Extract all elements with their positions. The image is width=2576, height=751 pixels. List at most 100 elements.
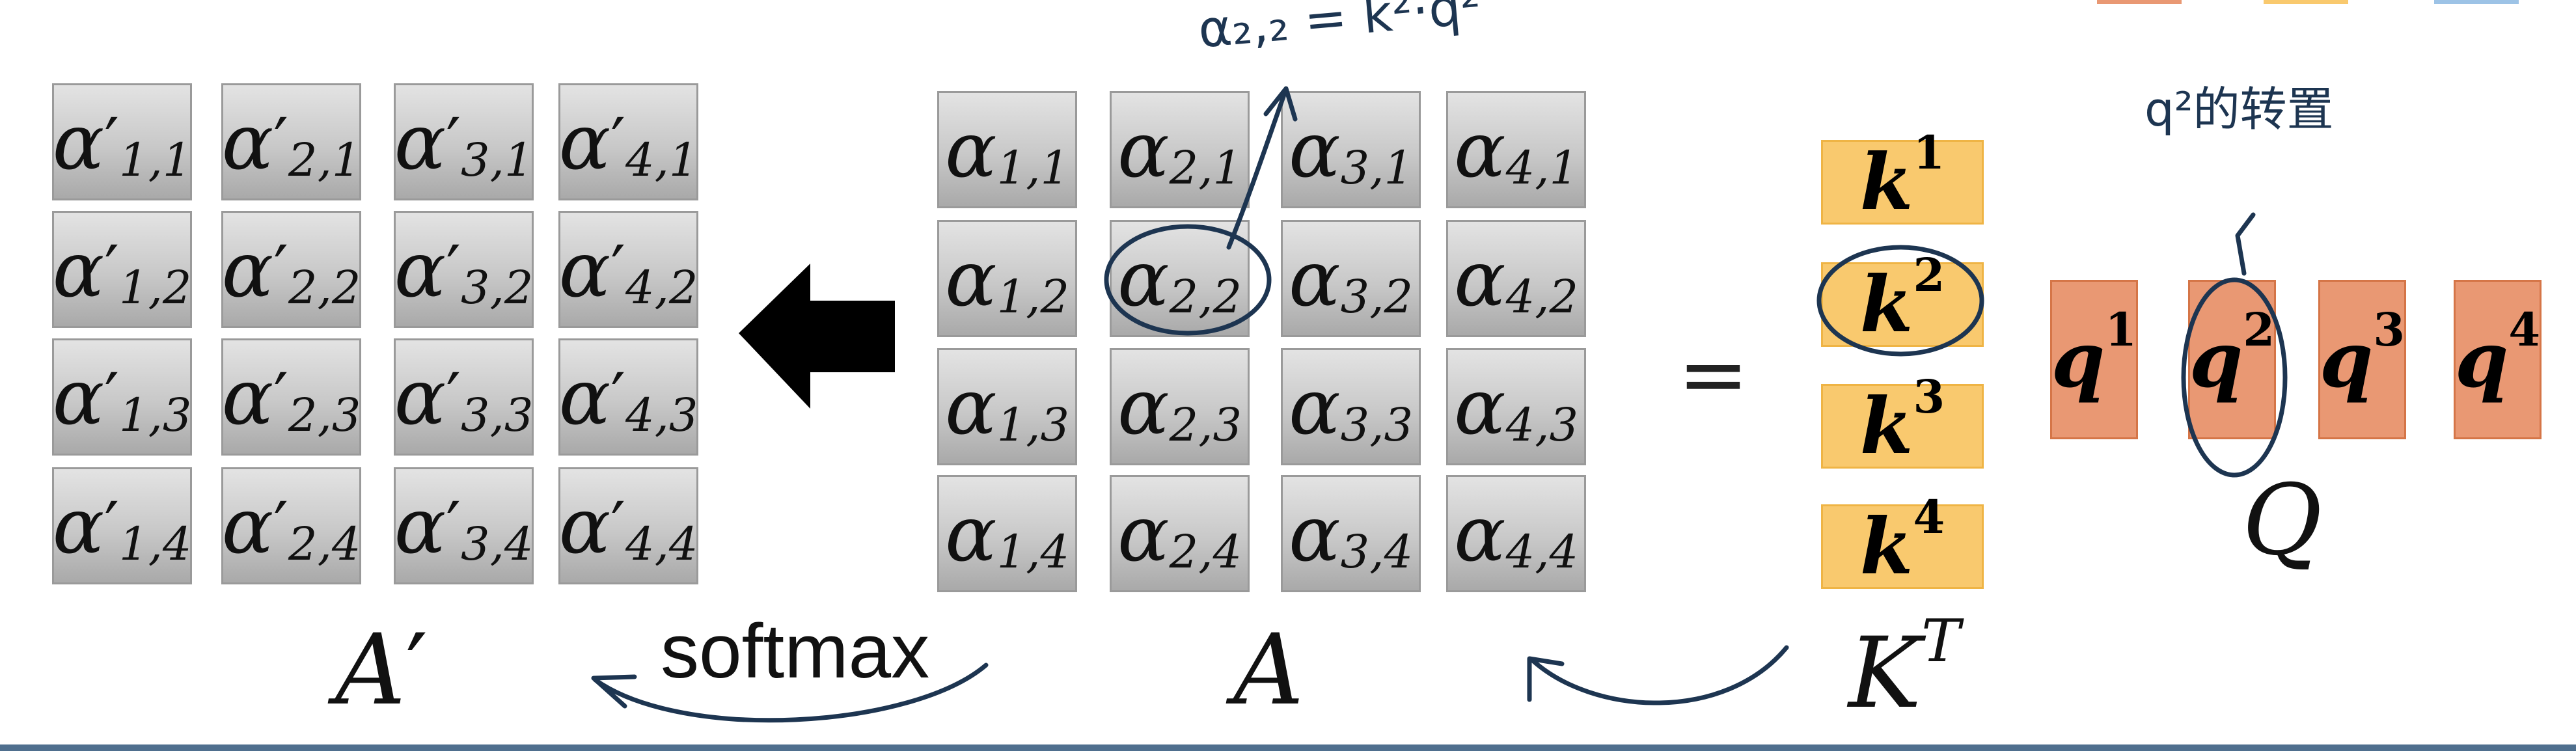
block-arrow-left xyxy=(739,264,895,409)
tick-mark-q2 xyxy=(2235,212,2256,276)
a-prime-symbol: α xyxy=(394,225,446,314)
a-prime-subscript: 4,1 xyxy=(625,133,698,187)
key-vector-index: 3 xyxy=(1913,369,1945,424)
softmax-curve-arrow xyxy=(593,662,989,723)
a-symbol: α xyxy=(1117,105,1170,195)
a-prime-cell: α′1,1 xyxy=(52,83,192,200)
query-vector-index: 4 xyxy=(2508,303,2541,357)
a-prime-symbol: α xyxy=(394,97,446,187)
key-vector-symbol: k xyxy=(1859,137,1913,227)
a-prime-subscript: 2,3 xyxy=(288,389,361,442)
a-prime-cell: α′2,3 xyxy=(221,338,361,456)
a-prime-prime: ′ xyxy=(273,359,289,435)
top-swatch-orange xyxy=(2097,0,2182,4)
a-prime-symbol: α xyxy=(558,225,611,314)
a-prime-prime: ′ xyxy=(104,103,120,180)
a-prime-prime: ′ xyxy=(610,103,626,180)
a-prime-symbol: α xyxy=(558,352,611,442)
arrow-to-formula xyxy=(1226,89,1288,250)
a-prime-cell: α′2,2 xyxy=(221,211,361,328)
circle-q2 xyxy=(2181,277,2288,478)
a-subscript: 4,4 xyxy=(1505,525,1578,579)
a-prime-symbol: α xyxy=(394,481,446,571)
a-prime-prime: ′ xyxy=(446,487,461,564)
a-prime-prime: ′ xyxy=(610,359,626,435)
query-vector-symbol: q xyxy=(2319,314,2374,405)
a-prime-subscript: 1,1 xyxy=(119,133,192,187)
a-subscript: 1,3 xyxy=(996,398,1069,452)
a-symbol: α xyxy=(1117,489,1170,579)
a-prime-subscript: 2,4 xyxy=(288,517,361,571)
a-symbol: α xyxy=(1288,105,1341,195)
a-subscript: 2,4 xyxy=(1169,525,1242,579)
a-prime-prime: ′ xyxy=(446,359,461,435)
a-prime-symbol: α xyxy=(221,225,274,314)
a-prime-subscript: 4,2 xyxy=(625,261,698,314)
a-symbol: α xyxy=(1117,362,1170,452)
a-prime-symbol: α xyxy=(558,97,611,187)
a-prime-subscript: 4,4 xyxy=(625,517,698,571)
query-matrix-label: Q xyxy=(2242,464,2322,577)
a-subscript: 4,1 xyxy=(1505,141,1578,195)
a-prime-symbol: α xyxy=(558,481,611,571)
circle-alpha-2-2 xyxy=(1104,224,1272,336)
a-prime-symbol: α xyxy=(221,481,274,571)
a-symbol: α xyxy=(1117,234,1170,323)
a-prime-cell: α′3,4 xyxy=(394,467,534,584)
query-vector-index: 1 xyxy=(2105,303,2137,357)
top-swatch-yellow xyxy=(2264,0,2348,4)
a-symbol: α xyxy=(944,105,997,195)
a-prime-subscript: 3,2 xyxy=(461,261,534,314)
a-prime-cell: α′3,3 xyxy=(394,338,534,456)
query-vector-index: 3 xyxy=(2373,303,2405,357)
a-prime-cell: α′3,2 xyxy=(394,211,534,328)
a-symbol: α xyxy=(1453,362,1506,452)
a-subscript: 4,2 xyxy=(1505,270,1578,323)
a-prime-subscript: 3,4 xyxy=(461,517,534,571)
matrix-a-label: A xyxy=(1233,614,1304,727)
a-subscript: 1,4 xyxy=(996,525,1069,579)
a-subscript: 3,2 xyxy=(1340,270,1413,323)
query-vector-symbol: q xyxy=(2189,314,2243,405)
a-prime-prime: ′ xyxy=(446,103,461,180)
a-prime-symbol: α xyxy=(394,352,446,442)
a-subscript: 1,1 xyxy=(996,141,1069,195)
a-symbol: α xyxy=(944,362,997,452)
a-symbol: α xyxy=(1453,489,1506,579)
query-vector-symbol: q xyxy=(2454,314,2509,405)
equals-sign: = xyxy=(1678,325,1749,424)
key-vector-symbol: k xyxy=(1859,259,1913,349)
a-prime-prime: ′ xyxy=(104,359,120,435)
a-prime-cell: α′2,4 xyxy=(221,467,361,584)
a-prime-prime: ′ xyxy=(273,103,289,180)
a-prime-subscript: 2,1 xyxy=(288,133,361,187)
query-vector-symbol: q xyxy=(2051,314,2105,405)
a-prime-cell: α′4,3 xyxy=(558,338,698,456)
a-symbol: α xyxy=(944,234,997,323)
arrow-head-formula xyxy=(1263,86,1298,122)
a-prime-cell: α′4,2 xyxy=(558,211,698,328)
a-prime-symbol: α xyxy=(52,481,105,571)
a-prime-prime: ′ xyxy=(610,231,626,308)
a-subscript: 2,3 xyxy=(1169,398,1242,452)
a-subscript: 3,1 xyxy=(1340,141,1413,195)
a-prime-symbol: α xyxy=(52,225,105,314)
a-subscript: 3,3 xyxy=(1340,398,1413,452)
a-prime-prime: ′ xyxy=(446,231,461,308)
